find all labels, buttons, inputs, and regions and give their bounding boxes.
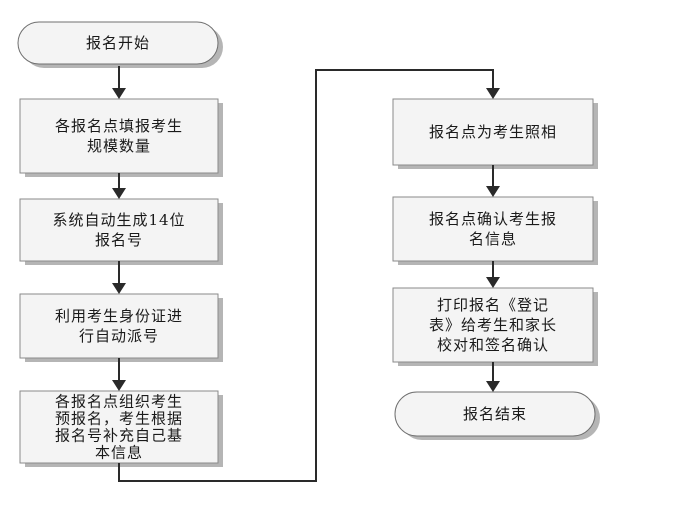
node-assign-by-id: 利用考生身份证进行自动派号 xyxy=(19,293,223,362)
edge-assign-by-id-to-pre-register xyxy=(112,358,126,391)
node-label-line: 表》给考生和家长 xyxy=(429,316,557,334)
node-start: 报名开始 xyxy=(17,21,223,68)
arrowhead-icon xyxy=(112,88,126,99)
arrowhead-icon xyxy=(486,381,500,392)
node-fill-scale: 各报名点填报考生规模数量 xyxy=(19,98,223,177)
node-generate-number-label: 系统自动生成14位报名号 xyxy=(52,211,185,249)
node-label-line: 报名号补充自己基 xyxy=(55,427,183,445)
node-photo-label: 报名点为考生照相 xyxy=(429,123,557,141)
node-print-form-label: 打印报名《登记表》给考生和家长校对和签名确认 xyxy=(429,296,557,354)
node-label-line: 各报名点组织考生 xyxy=(55,393,183,411)
node-label-line: 名信息 xyxy=(469,230,517,248)
node-pre-register: 各报名点组织考生预报名，考生根据报名号补充自己基本信息 xyxy=(19,390,223,467)
node-photo: 报名点为考生照相 xyxy=(392,98,598,169)
edge-fill-scale-to-generate-number xyxy=(112,173,126,199)
node-confirm-info-label: 报名点确认考生报名信息 xyxy=(429,210,557,248)
edge-photo-to-confirm-info xyxy=(486,165,500,197)
edge-generate-number-to-assign-by-id xyxy=(112,261,126,294)
edge-pre-register-to-photo xyxy=(118,69,500,482)
node-start-label: 报名开始 xyxy=(86,34,150,52)
node-label-line: 报名开始 xyxy=(86,34,150,52)
edge-confirm-info-to-print-form xyxy=(486,261,500,288)
edge-start-to-fill-scale xyxy=(112,66,126,99)
node-label-line: 系统自动生成14位 xyxy=(52,211,185,229)
node-label-line: 各报名点填报考生 xyxy=(55,117,183,135)
node-label-line: 利用考生身份证进 xyxy=(55,307,183,325)
node-label-line: 预报名，考生根据 xyxy=(55,410,183,428)
node-end: 报名结束 xyxy=(394,391,600,440)
edge-print-form-to-end xyxy=(486,362,500,392)
node-pre-register-label: 各报名点组织考生预报名，考生根据报名号补充自己基本信息 xyxy=(55,393,183,462)
node-label-line: 校对和签名确认 xyxy=(437,336,549,354)
node-end-label: 报名结束 xyxy=(463,405,527,423)
node-label-line: 报名点确认考生报 xyxy=(429,210,557,228)
node-label-line: 本信息 xyxy=(95,444,143,462)
arrowhead-icon xyxy=(112,380,126,391)
node-label-line: 规模数量 xyxy=(87,137,151,155)
node-assign-by-id-label: 利用考生身份证进行自动派号 xyxy=(55,307,183,345)
node-generate-number: 系统自动生成14位报名号 xyxy=(19,198,223,265)
node-label-line: 报名点为考生照相 xyxy=(429,123,557,141)
arrowhead-icon xyxy=(112,283,126,294)
arrowhead-icon xyxy=(486,186,500,197)
node-label-line: 报名结束 xyxy=(463,405,527,423)
node-label-line: 行自动派号 xyxy=(79,327,159,345)
arrowhead-icon xyxy=(112,188,126,199)
node-confirm-info: 报名点确认考生报名信息 xyxy=(392,196,598,265)
node-label-line: 打印报名《登记 xyxy=(437,296,549,314)
arrowhead-icon xyxy=(486,277,500,288)
node-fill-scale-label: 各报名点填报考生规模数量 xyxy=(55,117,183,155)
node-print-form: 打印报名《登记表》给考生和家长校对和签名确认 xyxy=(392,287,598,366)
node-label-line: 报名号 xyxy=(95,231,143,249)
arrowhead-icon xyxy=(486,88,500,99)
